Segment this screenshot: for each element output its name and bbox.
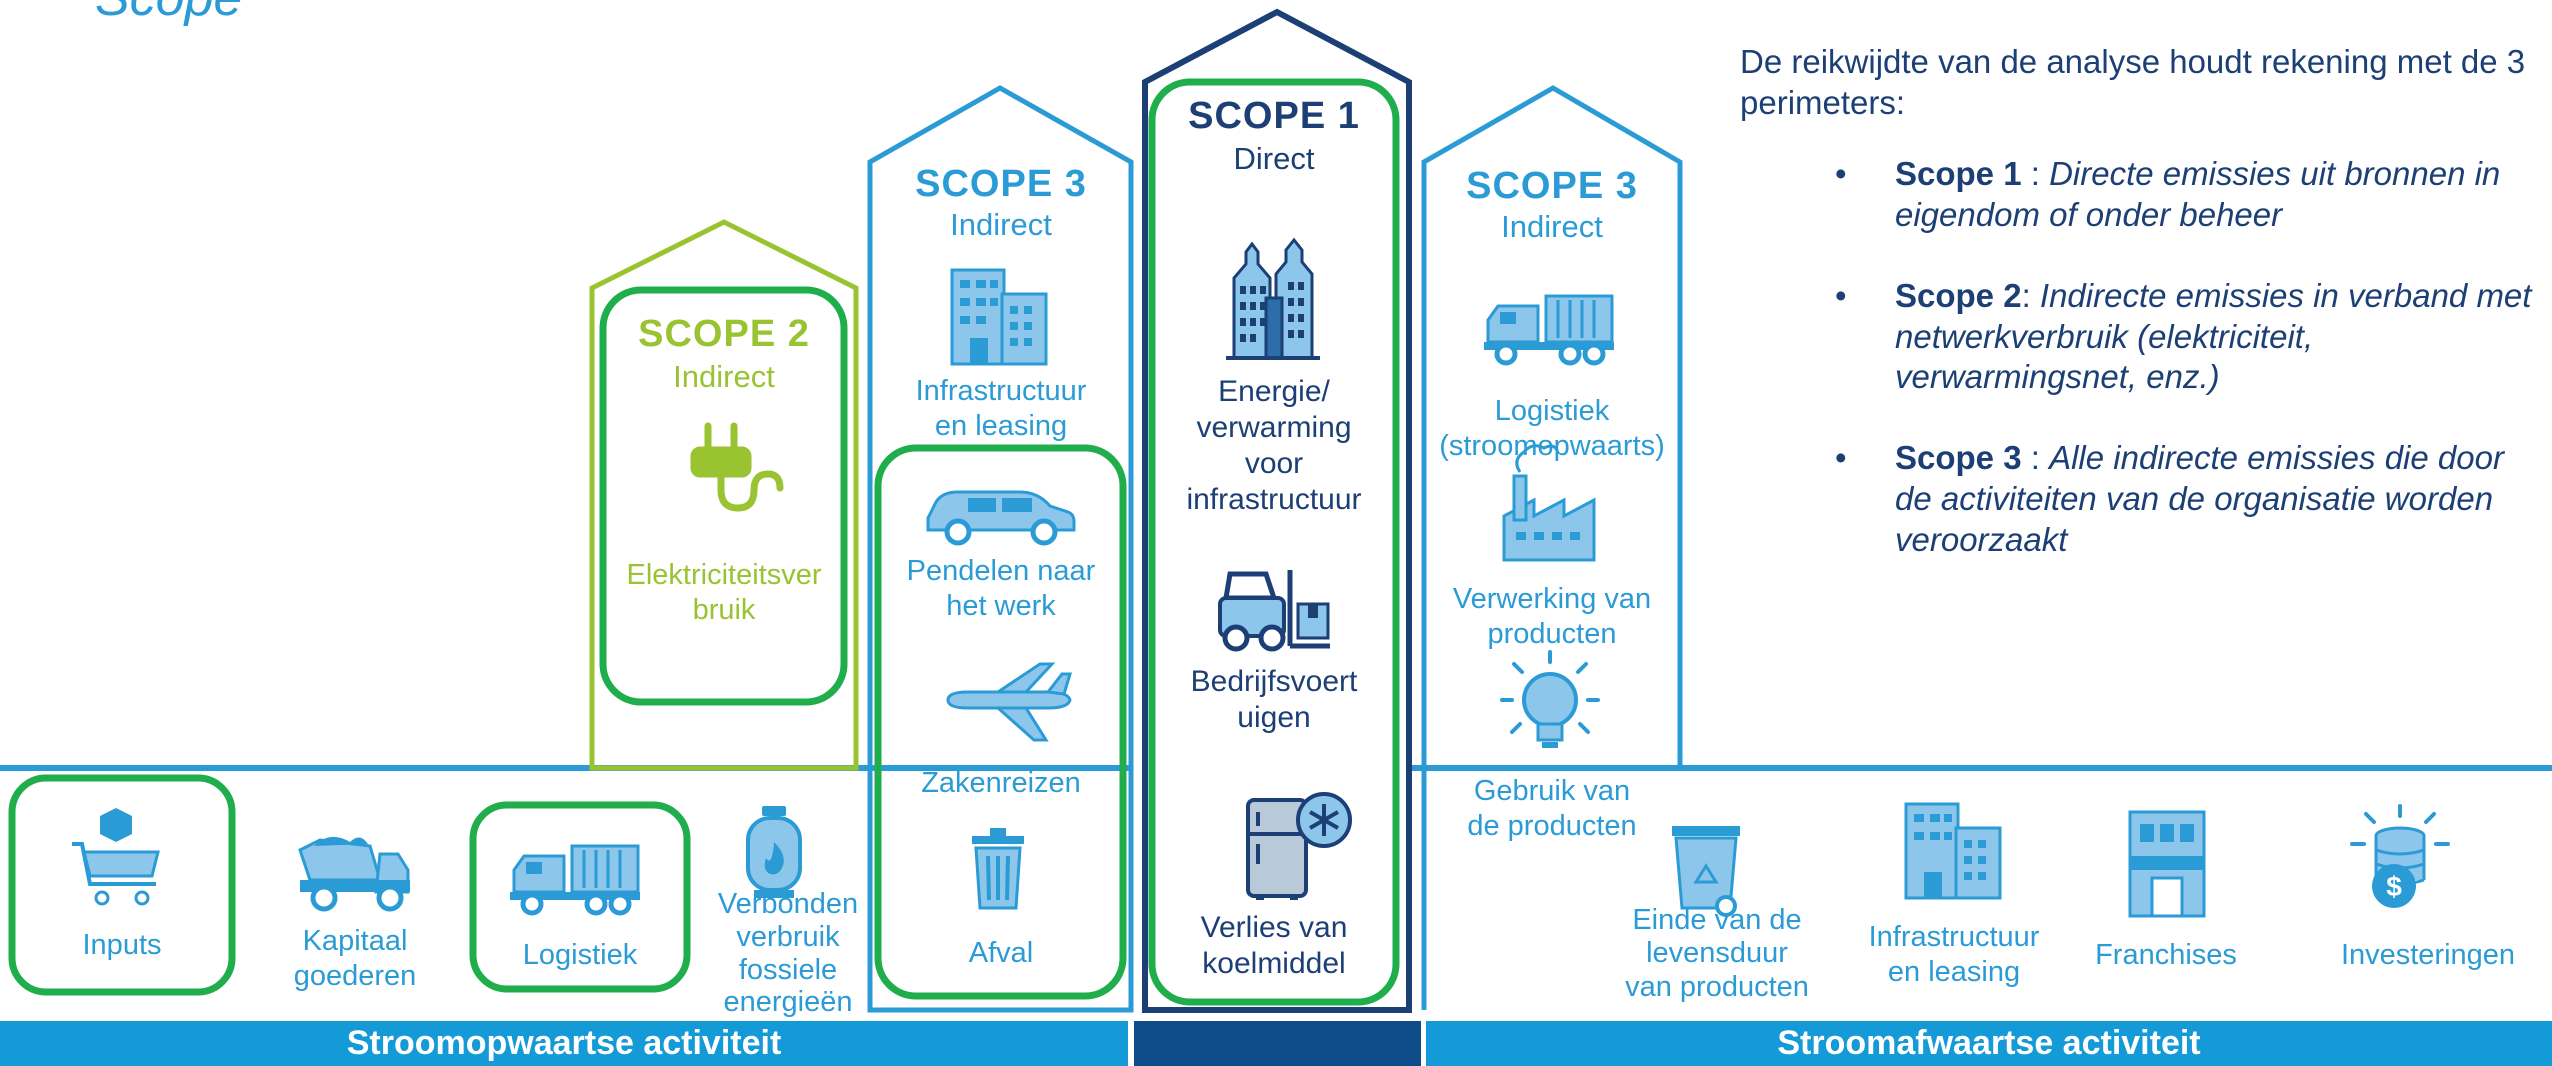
- highlight-scope2: [599, 286, 848, 706]
- truck-icon: [1484, 294, 1614, 366]
- shopping-cart-icon: [72, 808, 160, 906]
- highlight-inputs: [8, 774, 236, 996]
- downstream-band: [1426, 1021, 2552, 1066]
- bullet: •: [1835, 154, 1847, 192]
- downstream-item-franchises: Franchises: [2095, 939, 2237, 971]
- downstream-item-end-of-life: Einde van de levensduur van producten: [1625, 904, 1809, 1003]
- scope3-up-title: SCOPE 3: [915, 163, 1087, 205]
- bullet: •: [1835, 439, 1847, 477]
- scope3-down-item-logistics: Logistiek (stroomopwaarts): [1439, 395, 1665, 462]
- scope3-down-subtitle: Indirect: [1501, 209, 1603, 244]
- airplane-icon: [946, 662, 1073, 742]
- scope1-band: [1134, 1021, 1421, 1066]
- downstream-item-infra: Infrastructuur en leasing: [1868, 921, 2040, 988]
- definition-term: Scope 1: [1895, 154, 2022, 192]
- upstream-band-label: Stroomopwaartse activiteit: [346, 1024, 782, 1062]
- definition-term: Scope 3: [1895, 439, 2022, 477]
- bullet: •: [1835, 276, 1847, 314]
- upstream-item-inputs: Inputs: [82, 929, 162, 961]
- scope1-subtitle: Direct: [1233, 141, 1315, 176]
- scope3-down-item-use: Gebruik van de producten: [1467, 775, 1637, 842]
- forklift-icon: [1218, 570, 1330, 652]
- scope3-up-subtitle: Indirect: [950, 207, 1052, 242]
- scope1-item-vehicles: Bedrijfsvoert uigen: [1190, 665, 1358, 734]
- description-panel: De reikwijdte van de analyse houdt reken…: [1740, 42, 2540, 601]
- definition-text: Directe emissies uit bronnen in eigendom…: [1895, 154, 2501, 233]
- scope-definition-list: • Scope 1 : Directe emissies uit bronnen …: [1740, 154, 2540, 561]
- scope2-subtitle: Indirect: [673, 359, 775, 394]
- upstream-item-fossil-energy: Verbonden verbruik fossiele energieën: [717, 888, 859, 1019]
- highlight-scope3-commute: [874, 444, 1127, 1000]
- factory-icon: [1502, 444, 1596, 562]
- scope-definition-item: • Scope 3 : Alle indirecte emissies die d…: [1835, 438, 2540, 561]
- scope1-item-refrigerant: Verlies van koelmiddel: [1200, 911, 1348, 980]
- definition-separator: :: [2021, 154, 2050, 192]
- refrigerator-icon: [1246, 792, 1352, 900]
- description-intro: De reikwijdte van de analyse houdt reken…: [1740, 43, 2526, 121]
- scope2-title: SCOPE 2: [638, 313, 810, 355]
- scope1-item-energy: Energie/ verwarming voor infrastructuur: [1186, 375, 1362, 516]
- scope3-down-house: [1421, 85, 1683, 1010]
- scope1-house: [1142, 8, 1412, 1013]
- scope3-up-item-commute: Pendelen naar het werk: [906, 555, 1096, 622]
- svg-text:$: $: [2386, 871, 2402, 902]
- definition-text: Alle indirecte emissies die door de acti…: [1895, 439, 2504, 559]
- car-icon: [926, 490, 1076, 546]
- truck-icon: [510, 844, 640, 916]
- scope2-item-electricity: Elektriciteitsver bruik: [626, 559, 822, 626]
- upstream-item-capital-goods: Kapitaal goederen: [293, 925, 417, 992]
- highlight-scope1: [1148, 78, 1400, 1006]
- coins-icon: $: [2350, 804, 2450, 908]
- downstream-band-label: Stroomafwaartse activiteit: [1777, 1024, 2201, 1062]
- office-buildings-icon: [1904, 802, 2002, 900]
- plug-icon: [690, 422, 784, 512]
- scope3-up-item-travel: Zakenreizen: [921, 767, 1081, 799]
- recycle-bin-icon: [1672, 826, 1740, 917]
- trash-bin-icon: [972, 828, 1024, 910]
- page-title: Scope: [95, 0, 242, 28]
- scope3-up-house: [867, 85, 1134, 1013]
- scope3-up-item-infra: Infrastructuur en leasing: [915, 375, 1087, 442]
- lightbulb-icon: [1500, 650, 1600, 748]
- scope-definition-item: • Scope 1 : Directe emissies uit bronnen …: [1835, 154, 2540, 236]
- city-buildings-icon: [1226, 237, 1320, 360]
- definition-separator: :: [2021, 439, 2050, 477]
- scope1-title: SCOPE 1: [1188, 95, 1360, 137]
- storefront-icon: [2128, 810, 2206, 918]
- definition-term: Scope 2: [1895, 276, 2022, 314]
- definition-text: Indirecte emissies in verband met netwer…: [1895, 276, 2532, 396]
- office-buildings-icon: [950, 268, 1048, 366]
- scope-definition-item: • Scope 2: Indirecte emissies in verband …: [1835, 276, 2540, 399]
- scope2-house: [589, 219, 859, 771]
- scope3-down-item-processing: Verwerking van producten: [1452, 583, 1652, 650]
- highlight-logistiek: [469, 801, 691, 993]
- definition-separator: :: [2021, 276, 2040, 314]
- upstream-item-logistics: Logistiek: [522, 939, 638, 971]
- scope3-up-item-waste: Afval: [968, 937, 1034, 969]
- dump-truck-icon: [298, 836, 410, 912]
- gas-cylinder-icon: [746, 806, 802, 898]
- downstream-item-investments: Investeringen: [2340, 939, 2516, 971]
- upstream-band: [0, 1021, 1128, 1066]
- scope3-down-title: SCOPE 3: [1466, 165, 1638, 207]
